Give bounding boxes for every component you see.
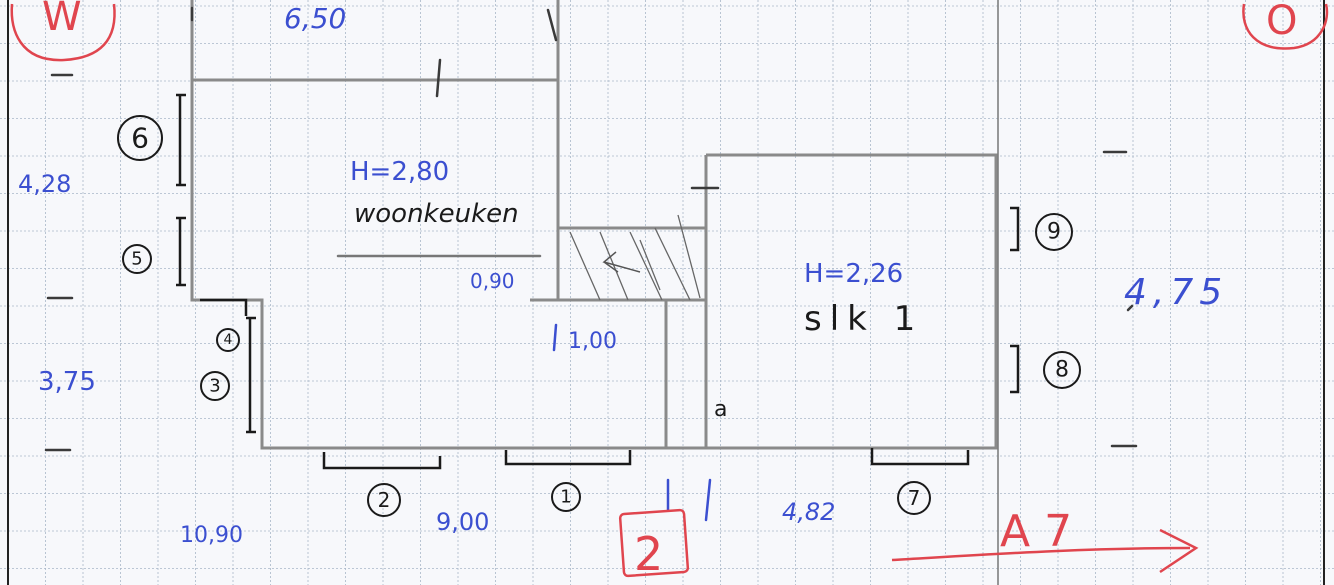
corner-mark: a [714, 397, 727, 422]
window-marker-8-circle [1043, 351, 1081, 389]
window-bracket-4 [200, 298, 248, 316]
window-marker-2-circle [367, 483, 401, 517]
top-right-badge-frame [1242, 3, 1329, 50]
slk-height: H=2,26 [804, 259, 903, 289]
window-marker-4: 4 [224, 332, 233, 348]
tick-top-right [546, 8, 558, 42]
window-marker-6-circle [117, 115, 163, 161]
top-right-badge: O [1266, 0, 1297, 44]
dimension-left-top: 4,28 [18, 170, 71, 198]
wall-slk-outline [666, 153, 998, 450]
window-bracket-2 [322, 452, 442, 470]
window-bracket-1 [504, 450, 632, 466]
window-bracket-6 [176, 93, 186, 187]
tick-blue-bottom [704, 478, 712, 522]
window-bracket-9 [1010, 206, 1020, 252]
dimension-top: 6,50 [284, 2, 346, 35]
wall-woonkeuken-outline [190, 0, 666, 450]
window-marker-8: 8 [1055, 358, 1069, 383]
room-name-slk: slk 1 [804, 299, 923, 339]
tick-top-mid [435, 58, 442, 98]
window-marker-7-circle [897, 481, 931, 515]
walls [190, 0, 998, 450]
window-marker-3: 3 [209, 376, 220, 397]
dimension-bottom-left: 10,90 [180, 523, 243, 548]
top-left-badge: W [42, 0, 82, 40]
window-marker-7: 7 [908, 486, 921, 510]
window-marker-9-circle [1035, 213, 1073, 251]
window-marker-4-circle [216, 328, 240, 352]
window-marker-6: 6 [131, 122, 149, 155]
window-marker-5: 5 [131, 249, 142, 270]
blue-dimensions: 6,50 H=2,80 0,90 1,00 H=2,26 4,75 4,28 3… [18, 2, 1228, 548]
dimension-bottom-mid: 9,00 [436, 508, 489, 536]
dimension-bottom-right: 4,82 [782, 498, 835, 526]
stair-lines [569, 214, 701, 301]
window-markers [117, 115, 1081, 517]
sheet-arrow-icon [891, 528, 1199, 574]
tick-blue-depth [552, 323, 558, 352]
room-name-woonkeuken: woonkeuken [354, 199, 519, 229]
window-bracket-5 [176, 216, 186, 287]
window-marker-3-circle [200, 371, 230, 401]
window-marker-5-circle [122, 244, 152, 274]
red-annotations [10, 3, 1329, 578]
stair-dimension: 0,90 [470, 269, 515, 293]
dimension-left-bottom: 3,75 [38, 367, 96, 397]
room-labels: woonkeuken slk 1 a [354, 199, 923, 422]
tick-right-3 [1126, 304, 1134, 312]
stair-arrow-icon [602, 251, 641, 273]
window-marker-2: 2 [378, 488, 391, 512]
window-bracket-3 [246, 316, 256, 434]
window-bracket-8 [1010, 344, 1020, 394]
pencil-marks [44, 6, 1138, 522]
page-number: 2 [634, 527, 663, 581]
sheet-code: A7 [1000, 506, 1086, 557]
woonkeuken-height: H=2,80 [350, 157, 449, 187]
page-number-box [618, 508, 690, 578]
window-marker-1-circle [551, 482, 581, 512]
red-labels: 2 A7 W O [42, 0, 1297, 581]
stair-hatch [569, 214, 701, 301]
dimension-right: 4,75 [1124, 272, 1228, 313]
window-marker-numbers: 6 5 4 3 2 1 7 9 8 [131, 122, 1069, 513]
window-marker-1: 1 [560, 487, 571, 508]
window-bracket-7 [870, 448, 970, 466]
window-marker-9: 9 [1047, 220, 1061, 245]
depth-dimension: 1,00 [568, 329, 617, 354]
window-brackets [176, 93, 1020, 470]
top-left-badge-frame [10, 3, 116, 62]
